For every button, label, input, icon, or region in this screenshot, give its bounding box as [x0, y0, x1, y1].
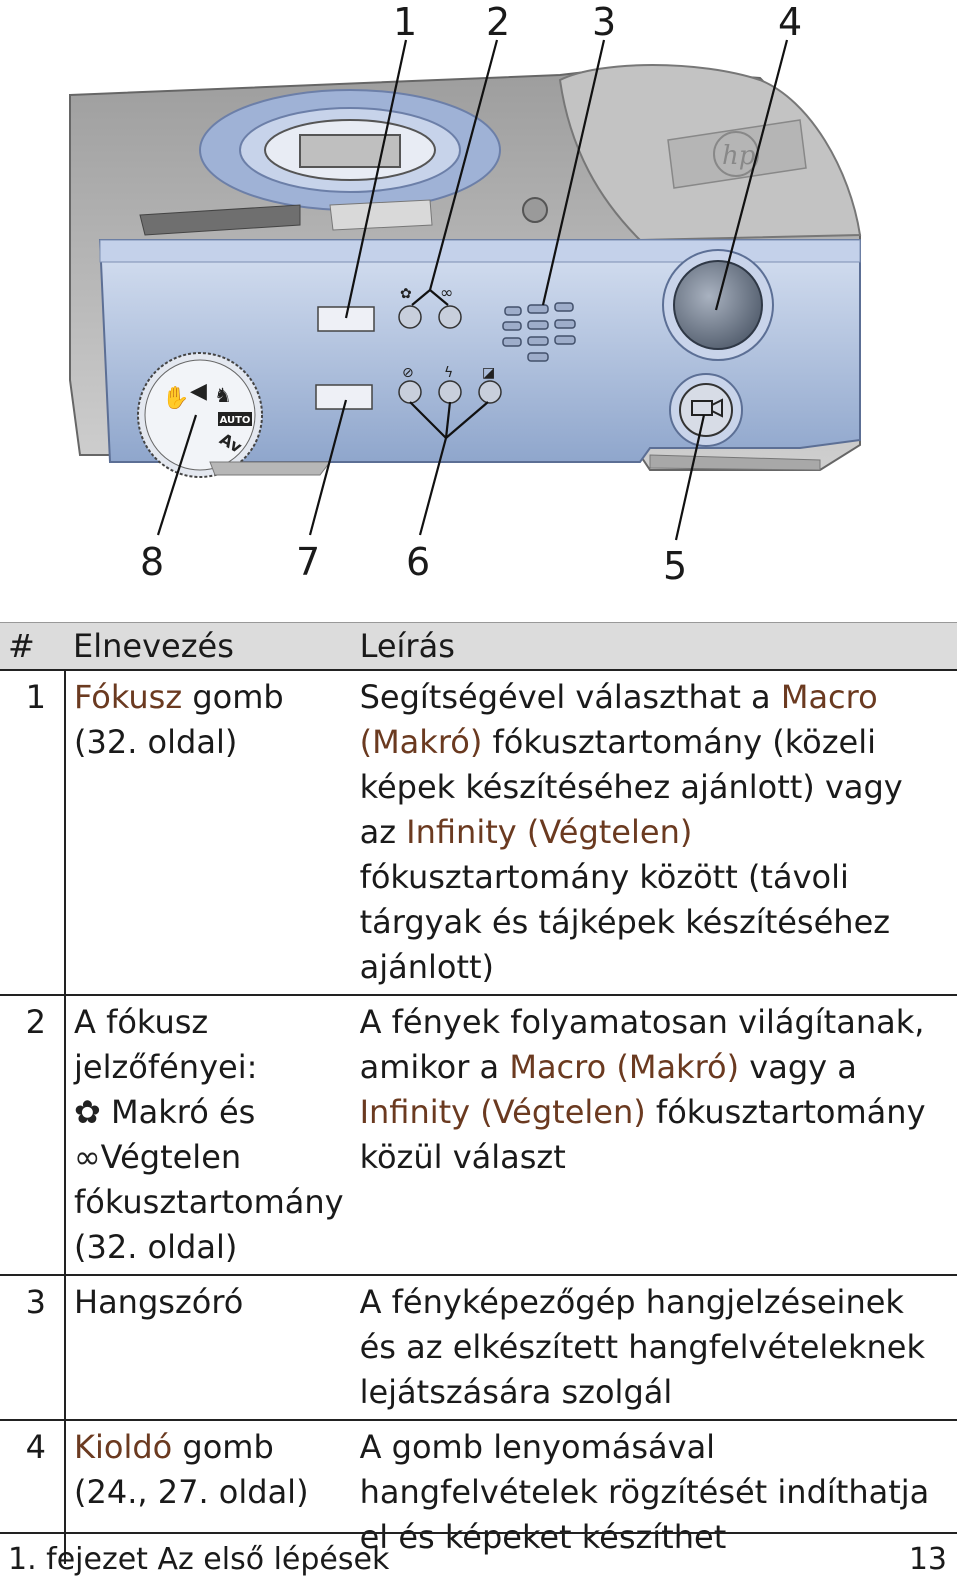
video-button: [669, 373, 743, 447]
dial-auto-text: AUTO: [220, 415, 251, 426]
page-number: 13: [908, 1542, 947, 1577]
svg-text:∞: ∞: [440, 283, 453, 302]
svg-text:✿: ✿: [400, 286, 412, 302]
header-number: #: [0, 622, 65, 670]
desc-text: Segítségével választhat a: [359, 678, 781, 716]
row-number: 3: [0, 1274, 65, 1420]
row-number: 4: [0, 1419, 65, 1564]
callout-6: 6: [406, 540, 431, 584]
svg-text:♞: ♞: [214, 383, 232, 407]
callout-3: 3: [592, 0, 617, 44]
macro-flower-icon: ✿: [74, 1093, 101, 1131]
row-number: 1: [0, 669, 65, 995]
svg-text:ϟ: ϟ: [444, 365, 453, 381]
mode-dial: ✋ ◀ ♞ AUTO Av: [137, 352, 263, 478]
name-page-ref: (24., 27. oldal): [74, 1473, 309, 1511]
desc-text: A fények folyamatosan világítanak, amiko…: [359, 1003, 925, 1086]
svg-text:◀: ◀: [190, 379, 207, 404]
svg-text:◪: ◪: [482, 365, 495, 381]
desc-keyword-macro: Macro (Makró): [509, 1048, 740, 1086]
callout-8: 8: [140, 540, 165, 584]
infinity-icon: ∞: [74, 1138, 101, 1176]
row-name: Hangszóró: [64, 1274, 352, 1420]
desc-text: fókusztartomány között (távoli tárgyak é…: [359, 858, 891, 986]
row-name: Fókusz gomb (32. oldal): [64, 669, 352, 995]
top-small-hole: [522, 197, 548, 223]
row-description: Segítségével választhat a Macro (Makró) …: [351, 669, 957, 995]
table-row: 3 Hangszóró A fényképezőgép hangjelzései…: [0, 1274, 957, 1420]
desc-keyword-infinity: Infinity (Végtelen): [406, 813, 693, 851]
name-text: gomb: [182, 678, 284, 716]
desc-keyword-infinity: Infinity (Végtelen): [359, 1093, 646, 1131]
svg-text:✋: ✋: [162, 385, 189, 411]
table-row: 2 A fókusz jelzőfényei: ✿ Makró és ∞Végtel…: [0, 994, 957, 1275]
svg-text:hp: hp: [722, 141, 756, 171]
focus-label-plate: [317, 306, 375, 332]
flash-mode-buttons: ⊘ ϟ ◪: [398, 365, 502, 404]
name-text: gomb: [172, 1428, 274, 1466]
callout-4: 4: [778, 0, 803, 44]
focus-indicator-lights: ✿ ∞: [398, 283, 462, 329]
speaker-grille: [502, 302, 576, 362]
callout-lines: [156, 39, 789, 541]
chapter-title: 1. fejezet Az első lépések: [8, 1542, 390, 1577]
hp-logo-icon: hp: [667, 119, 807, 189]
callout-7: 7: [296, 540, 321, 584]
desc-keyword-macro: Macro (Makró): [359, 678, 878, 761]
table-row: 1 Fókusz gomb (32. oldal) Segítségével vá…: [0, 669, 957, 995]
name-text: A fókusz jelzőfényei:: [74, 1003, 258, 1086]
table-row: 4 Kioldó gomb (24., 27. oldal) A gomb len…: [0, 1419, 957, 1564]
row-name: A fókusz jelzőfényei: ✿ Makró és ∞Végtelen…: [64, 994, 352, 1275]
svg-text:⊘: ⊘: [402, 365, 414, 381]
row-description: A fények folyamatosan világítanak, amiko…: [351, 994, 957, 1275]
desc-text: fókusztartomány (közeli képek készítéséh…: [359, 723, 903, 851]
camera-parts-table: # Elnevezés Leírás 1 Fókusz gomb (32. old…: [0, 622, 957, 1564]
name-infinity-text: Végtelen fókusztartomány: [74, 1138, 344, 1221]
name-page-ref: (32. oldal): [74, 723, 238, 761]
row-number: 2: [0, 994, 65, 1275]
name-keyword: Kioldó: [74, 1428, 173, 1466]
callout-1: 1: [393, 0, 418, 44]
camera-illustration: hp ✿ ∞ ⊘ ϟ ◪: [69, 39, 862, 541]
name-page-ref: (32. oldal): [74, 1228, 238, 1266]
row-name: Kioldó gomb (24., 27. oldal): [64, 1419, 352, 1564]
callout-2: 2: [486, 0, 511, 44]
desc-text: vagy a: [739, 1048, 857, 1086]
camera-top-view-figure: hp ✿ ∞ ⊘ ϟ ◪: [0, 0, 960, 600]
callout-5: 5: [663, 544, 688, 588]
header-description: Leírás: [351, 622, 957, 670]
row-description: A gomb lenyomásával hangfelvételek rögzí…: [351, 1419, 957, 1564]
name-macro-text: Makró és: [100, 1093, 256, 1131]
header-name: Elnevezés: [65, 622, 352, 670]
name-keyword: Fókusz: [74, 678, 183, 716]
desc-text: fókusztartomány közül választ: [359, 1093, 926, 1176]
row-description: A fényképezőgép hangjelzéseinek és az el…: [351, 1274, 957, 1420]
table-header-row: # Elnevezés Leírás: [0, 622, 957, 670]
page-footer: 1. fejezet Az első lépések 13: [0, 1532, 957, 1586]
